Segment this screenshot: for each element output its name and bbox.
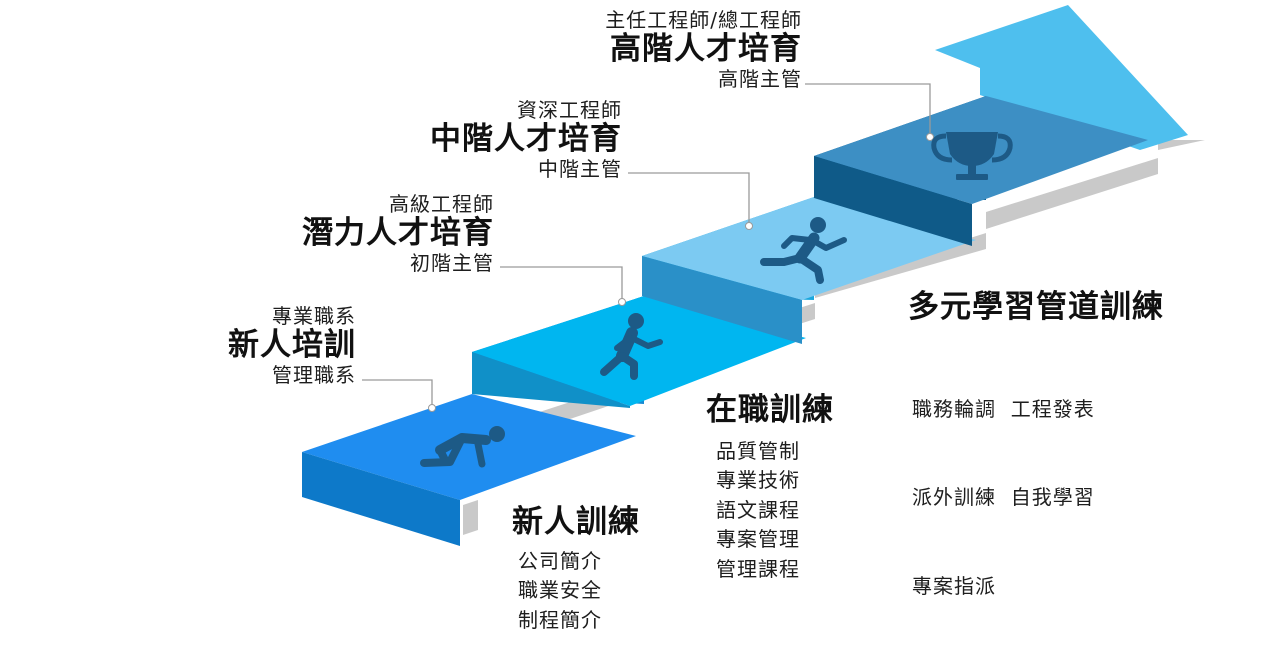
program-3-title: 多元學習管道訓練 xyxy=(908,290,1164,326)
program-3-item: 專案指派 xyxy=(912,572,1164,602)
program-1-item: 公司簡介 xyxy=(518,547,640,577)
leader-dot-2 xyxy=(619,299,626,306)
program-3-list: 職務輪調 工程發表 派外訓練 自我學習 專案指派 xyxy=(912,336,1164,660)
program-3-block: 多元學習管道訓練 職務輪調 工程發表 派外訓練 自我學習 專案指派 xyxy=(908,290,1164,660)
level-3-label: 資深工程師 中階人才培育 中階主管 xyxy=(430,99,622,181)
leader-dot-4 xyxy=(927,134,934,141)
program-1-list: 公司簡介 職業安全 制程簡介 xyxy=(518,547,640,636)
leader-line-2 xyxy=(500,267,622,300)
program-2-list: 品質管制 專業技術 語文課程 專案管理 管理課程 xyxy=(716,437,834,585)
level-2-bottom-text: 初階主管 xyxy=(302,252,494,275)
program-3-item: 職務輪調 工程發表 xyxy=(912,395,1164,425)
level-3-title: 中階人才培育 xyxy=(430,122,622,158)
level-2-top-text: 高級工程師 xyxy=(302,193,494,216)
program-2-block: 在職訓練 品質管制 專業技術 語文課程 專案管理 管理課程 xyxy=(706,393,834,584)
program-2-item: 管理課程 xyxy=(716,555,834,585)
level-1-title: 新人培訓 xyxy=(228,328,356,364)
program-1-block: 新人訓練 公司簡介 職業安全 制程簡介 xyxy=(512,505,640,635)
leader-dot-3 xyxy=(746,223,753,230)
program-2-title: 在職訓練 xyxy=(706,393,834,429)
program-3-item: 派外訓練 自我學習 xyxy=(912,483,1164,513)
program-2-item: 品質管制 xyxy=(716,437,834,467)
level-2-label: 高級工程師 潛力人才培育 初階主管 xyxy=(302,193,494,275)
program-1-title: 新人訓練 xyxy=(512,505,640,541)
program-2-item: 專業技術 xyxy=(716,466,834,496)
program-2-item: 語文課程 xyxy=(716,496,834,526)
level-4-bottom-text: 高階主管 xyxy=(605,68,802,91)
level-3-bottom-text: 中階主管 xyxy=(430,158,622,181)
leader-line-3 xyxy=(628,173,749,224)
level-1-label: 專業職系 新人培訓 管理職系 xyxy=(228,305,356,387)
leader-line-1 xyxy=(362,380,432,406)
level-1-bottom-text: 管理職系 xyxy=(228,364,356,387)
program-2-item: 專案管理 xyxy=(716,525,834,555)
program-1-item: 職業安全 xyxy=(518,576,640,606)
program-1-item: 制程簡介 xyxy=(518,606,640,636)
level-4-top-text: 主任工程師/總工程師 xyxy=(605,9,802,32)
level-4-label: 主任工程師/總工程師 高階人才培育 高階主管 xyxy=(605,9,802,91)
level-2-title: 潛力人才培育 xyxy=(302,216,494,252)
level-4-title: 高階人才培育 xyxy=(605,32,802,68)
level-1-top-text: 專業職系 xyxy=(228,305,356,328)
leader-dot-1 xyxy=(429,405,436,412)
level-3-top-text: 資深工程師 xyxy=(430,99,622,122)
